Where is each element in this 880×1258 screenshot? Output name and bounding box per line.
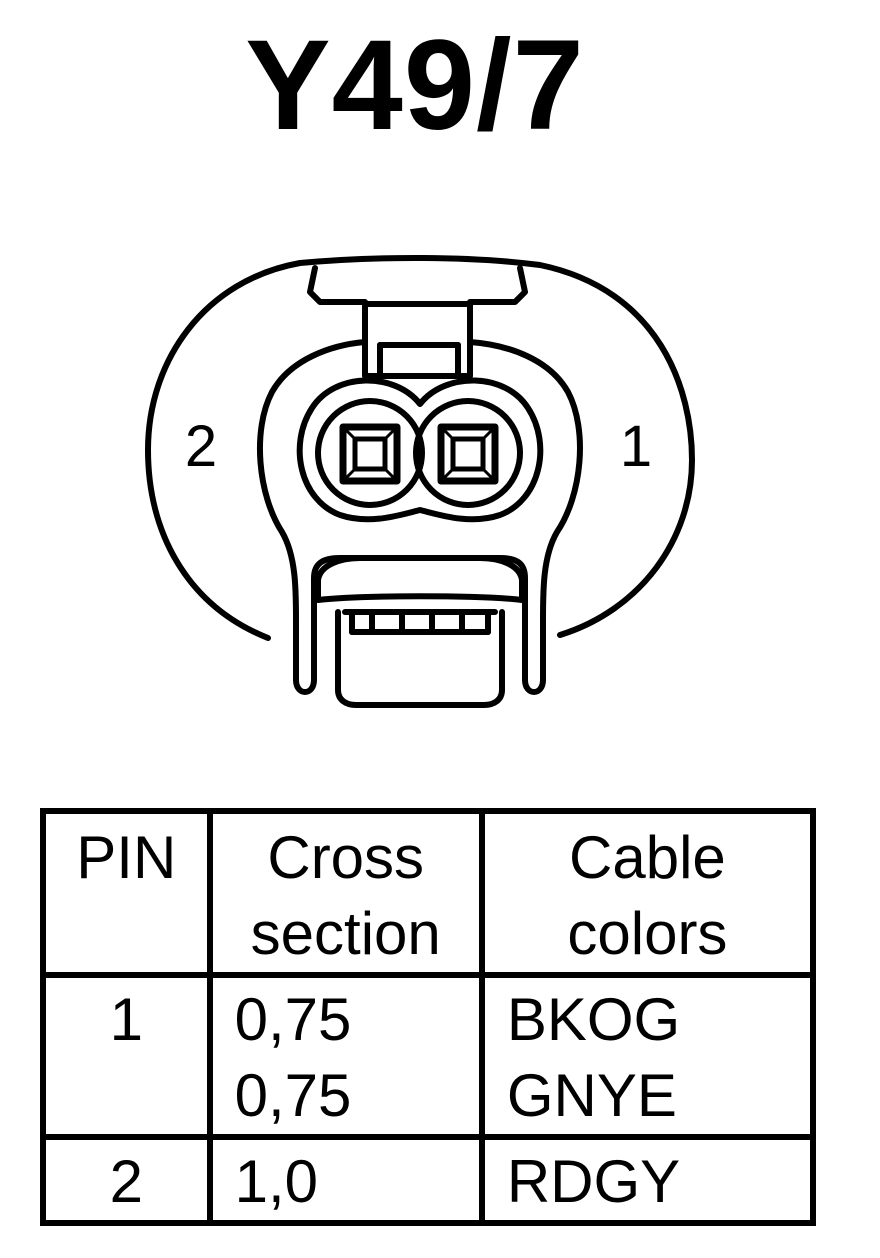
connector-bottom-tab bbox=[335, 609, 505, 708]
pin-label-1: 1 bbox=[620, 414, 652, 479]
header-cross-line1: Cross bbox=[267, 824, 425, 891]
connector-outer-housing bbox=[145, 254, 695, 641]
connector-latch bbox=[307, 265, 528, 378]
row-1-cross-section: 0,75 0,75 bbox=[206, 972, 485, 1140]
row-1-color-1: BKOG bbox=[506, 986, 681, 1053]
connector-lower-lip bbox=[315, 555, 525, 603]
row-2-cable-colors: RDGY bbox=[478, 1134, 817, 1226]
connector-diagram: 2 1 bbox=[145, 254, 695, 708]
pin-2-square-outer bbox=[339, 423, 401, 485]
header-cable-line2: colors bbox=[567, 900, 728, 967]
row-1-color-2: GNYE bbox=[506, 1062, 677, 1129]
table-row: 2 1,0 RDGY bbox=[40, 1134, 817, 1226]
pin-2-socket bbox=[315, 398, 425, 508]
row-2-cross-value-1: 1,0 bbox=[234, 1148, 319, 1215]
pin-2-square-inner bbox=[352, 436, 388, 472]
row-2-cross-section: 1,0 bbox=[206, 1134, 485, 1226]
table-row: 1 0,75 0,75 BKOG GNYE bbox=[40, 972, 817, 1140]
header-cross-line2: section bbox=[250, 900, 441, 967]
connector-title: Y49/7 bbox=[245, 14, 585, 157]
header-cross-section: Cross section bbox=[206, 808, 485, 978]
row-1-cable-colors: BKOG GNYE bbox=[478, 972, 817, 1140]
pin-assignment-table: PIN Cross section Cable colors 1 0,75 0,… bbox=[40, 808, 817, 1226]
header-pin-text: PIN bbox=[76, 824, 177, 891]
row-1-pin: 1 bbox=[40, 972, 213, 1140]
pin-label-2: 2 bbox=[185, 414, 217, 479]
table-header-row: PIN Cross section Cable colors bbox=[40, 808, 817, 978]
row-1-cross-value-1: 0,75 bbox=[234, 986, 352, 1053]
pin-1-socket bbox=[413, 398, 523, 508]
row-2-color-1: RDGY bbox=[506, 1148, 681, 1215]
row-2-pin: 2 bbox=[40, 1134, 213, 1226]
pin-1-square-outer bbox=[437, 423, 499, 485]
header-cable-line1: Cable bbox=[569, 824, 726, 891]
pin-1-square-inner bbox=[450, 436, 486, 472]
header-cable-colors: Cable colors bbox=[478, 808, 817, 978]
header-pin: PIN bbox=[40, 808, 213, 978]
row-1-cross-value-2: 0,75 bbox=[234, 1062, 352, 1129]
pin-cavity-outline bbox=[296, 377, 544, 523]
